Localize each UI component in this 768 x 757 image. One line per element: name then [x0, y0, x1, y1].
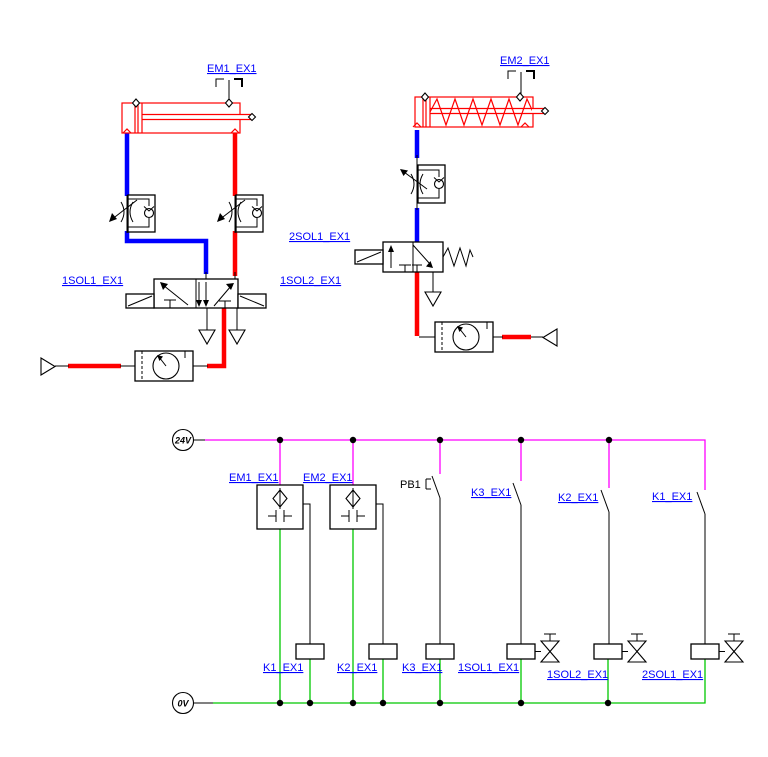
valve-icon: [626, 633, 648, 663]
label-em2-pneumatic[interactable]: EM2_EX1: [500, 55, 550, 67]
label-24v: 24V: [174, 436, 192, 446]
contact-k3[interactable]: [512, 482, 522, 506]
contact-k1[interactable]: [696, 491, 706, 515]
label-2sol1[interactable]: 2SOL1_EX1: [289, 231, 350, 243]
label-coil-1sol2[interactable]: 1SOL2_EX1: [547, 669, 608, 681]
label-coil-k1[interactable]: K1_EX1: [263, 662, 303, 674]
sensor-block-em2[interactable]: [329, 484, 377, 530]
port-node-icon: [131, 98, 141, 108]
supply-0v[interactable]: 0V: [171, 691, 195, 715]
right-circuit-tubing: [414, 130, 531, 340]
check-valve-icon: [251, 207, 263, 219]
supply-24v[interactable]: 24V: [171, 428, 195, 452]
exhaust-silencer[interactable]: [228, 308, 246, 346]
flow-control-valve-2[interactable]: [217, 194, 264, 233]
junction-dots: [276, 436, 613, 707]
label-contact-k1[interactable]: K1_EX1: [652, 491, 692, 503]
exhaust-silencer[interactable]: [424, 272, 442, 308]
pressure-regulator-right[interactable]: [434, 321, 494, 353]
valve-icon: [539, 633, 561, 663]
sensor-block-em1[interactable]: [256, 484, 304, 530]
exhaust-silencer[interactable]: [198, 308, 216, 346]
rod-node-icon: [540, 106, 550, 116]
coil-1sol2[interactable]: [593, 633, 648, 663]
check-valve-icon: [433, 178, 445, 190]
flow-control-valve-3[interactable]: [400, 164, 446, 204]
coil-k3[interactable]: [425, 643, 455, 660]
distance-sensor-em2[interactable]: [507, 70, 535, 94]
label-em2-ladder[interactable]: EM2_EX1: [303, 472, 353, 484]
label-coil-2sol1[interactable]: 2SOL1_EX1: [642, 669, 703, 681]
left-circuit-tubing: [68, 133, 238, 369]
pressure-regulator-left[interactable]: [134, 350, 194, 382]
contact-k2[interactable]: [600, 489, 610, 513]
label-coil-1sol1[interactable]: 1SOL1_EX1: [458, 662, 519, 674]
ground-returns: [279, 529, 609, 703]
interconnect-wires: [303, 498, 706, 644]
port-node-icon: [224, 98, 234, 108]
rail-0v: [193, 659, 706, 704]
port-node-icon: [420, 92, 430, 102]
rail-drops: [279, 440, 610, 488]
label-coil-k3[interactable]: K3_EX1: [402, 662, 442, 674]
coil-k2[interactable]: [368, 643, 398, 660]
spring-return-icon: [442, 246, 474, 268]
label-1sol1[interactable]: 1SOL1_EX1: [62, 275, 123, 287]
label-coil-k2[interactable]: K2_EX1: [337, 662, 377, 674]
valve-5-2-double-solenoid[interactable]: [125, 278, 267, 309]
label-contact-k2[interactable]: K2_EX1: [558, 492, 598, 504]
single-acting-cylinder[interactable]: [412, 92, 550, 128]
coil-1sol1[interactable]: [506, 633, 561, 663]
rail-24v: [193, 439, 706, 490]
valve-icon: [723, 633, 745, 663]
pressure-source-right[interactable]: [541, 328, 558, 347]
flow-control-valve-1[interactable]: [109, 194, 156, 233]
double-acting-cylinder[interactable]: [121, 98, 257, 134]
rod-node-icon: [247, 112, 257, 122]
label-1sol2[interactable]: 1SOL2_EX1: [280, 275, 341, 287]
distance-sensor-em1[interactable]: [215, 78, 243, 100]
label-0v: 0V: [177, 699, 189, 709]
pressure-source-left[interactable]: [40, 357, 57, 376]
throttle-arrow-icon: [400, 169, 408, 176]
throttle-arrow-icon: [109, 213, 117, 222]
throttle-arrow-icon: [217, 213, 225, 222]
valve-3-2-solenoid[interactable]: [354, 241, 474, 273]
coil-2sol1[interactable]: [690, 633, 745, 663]
label-em1-ladder[interactable]: EM1_EX1: [229, 472, 279, 484]
label-em1-pneumatic[interactable]: EM1_EX1: [207, 63, 257, 75]
check-valve-icon: [143, 207, 155, 219]
port-node-icon: [515, 92, 525, 102]
coil-k1[interactable]: [295, 643, 325, 660]
pushbutton-pb1[interactable]: [425, 475, 441, 499]
label-pb1[interactable]: PB1: [400, 479, 421, 491]
label-contact-k3[interactable]: K3_EX1: [471, 487, 511, 499]
